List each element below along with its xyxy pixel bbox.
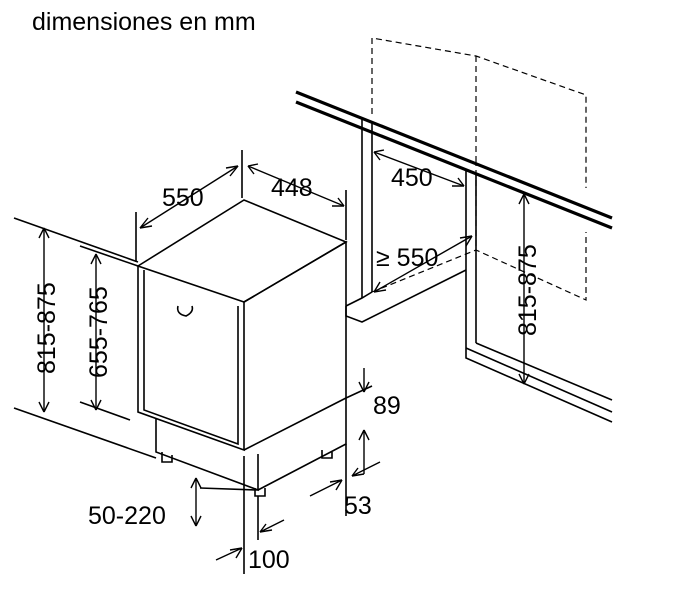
dimension-lines [13, 149, 530, 574]
dishwasher [136, 199, 348, 497]
plinth-depth-label: 53 [344, 492, 372, 520]
offset-label: 100 [248, 546, 290, 574]
panel-height-label: 655-765 [85, 286, 113, 378]
niche-width-label: 450 [391, 164, 433, 192]
worktop-niche [295, 37, 613, 423]
plinth-height-label: 89 [373, 392, 401, 420]
niche-depth-label: ≥ 550 [376, 244, 438, 272]
page-title: dimensiones en mm [32, 8, 256, 36]
depth-label: 550 [162, 184, 204, 212]
niche-height-label: 815-875 [514, 244, 542, 336]
width-label: 448 [271, 174, 313, 202]
foot-adjust-label: 50-220 [88, 502, 166, 530]
overall-height-label: 815-875 [33, 282, 61, 374]
